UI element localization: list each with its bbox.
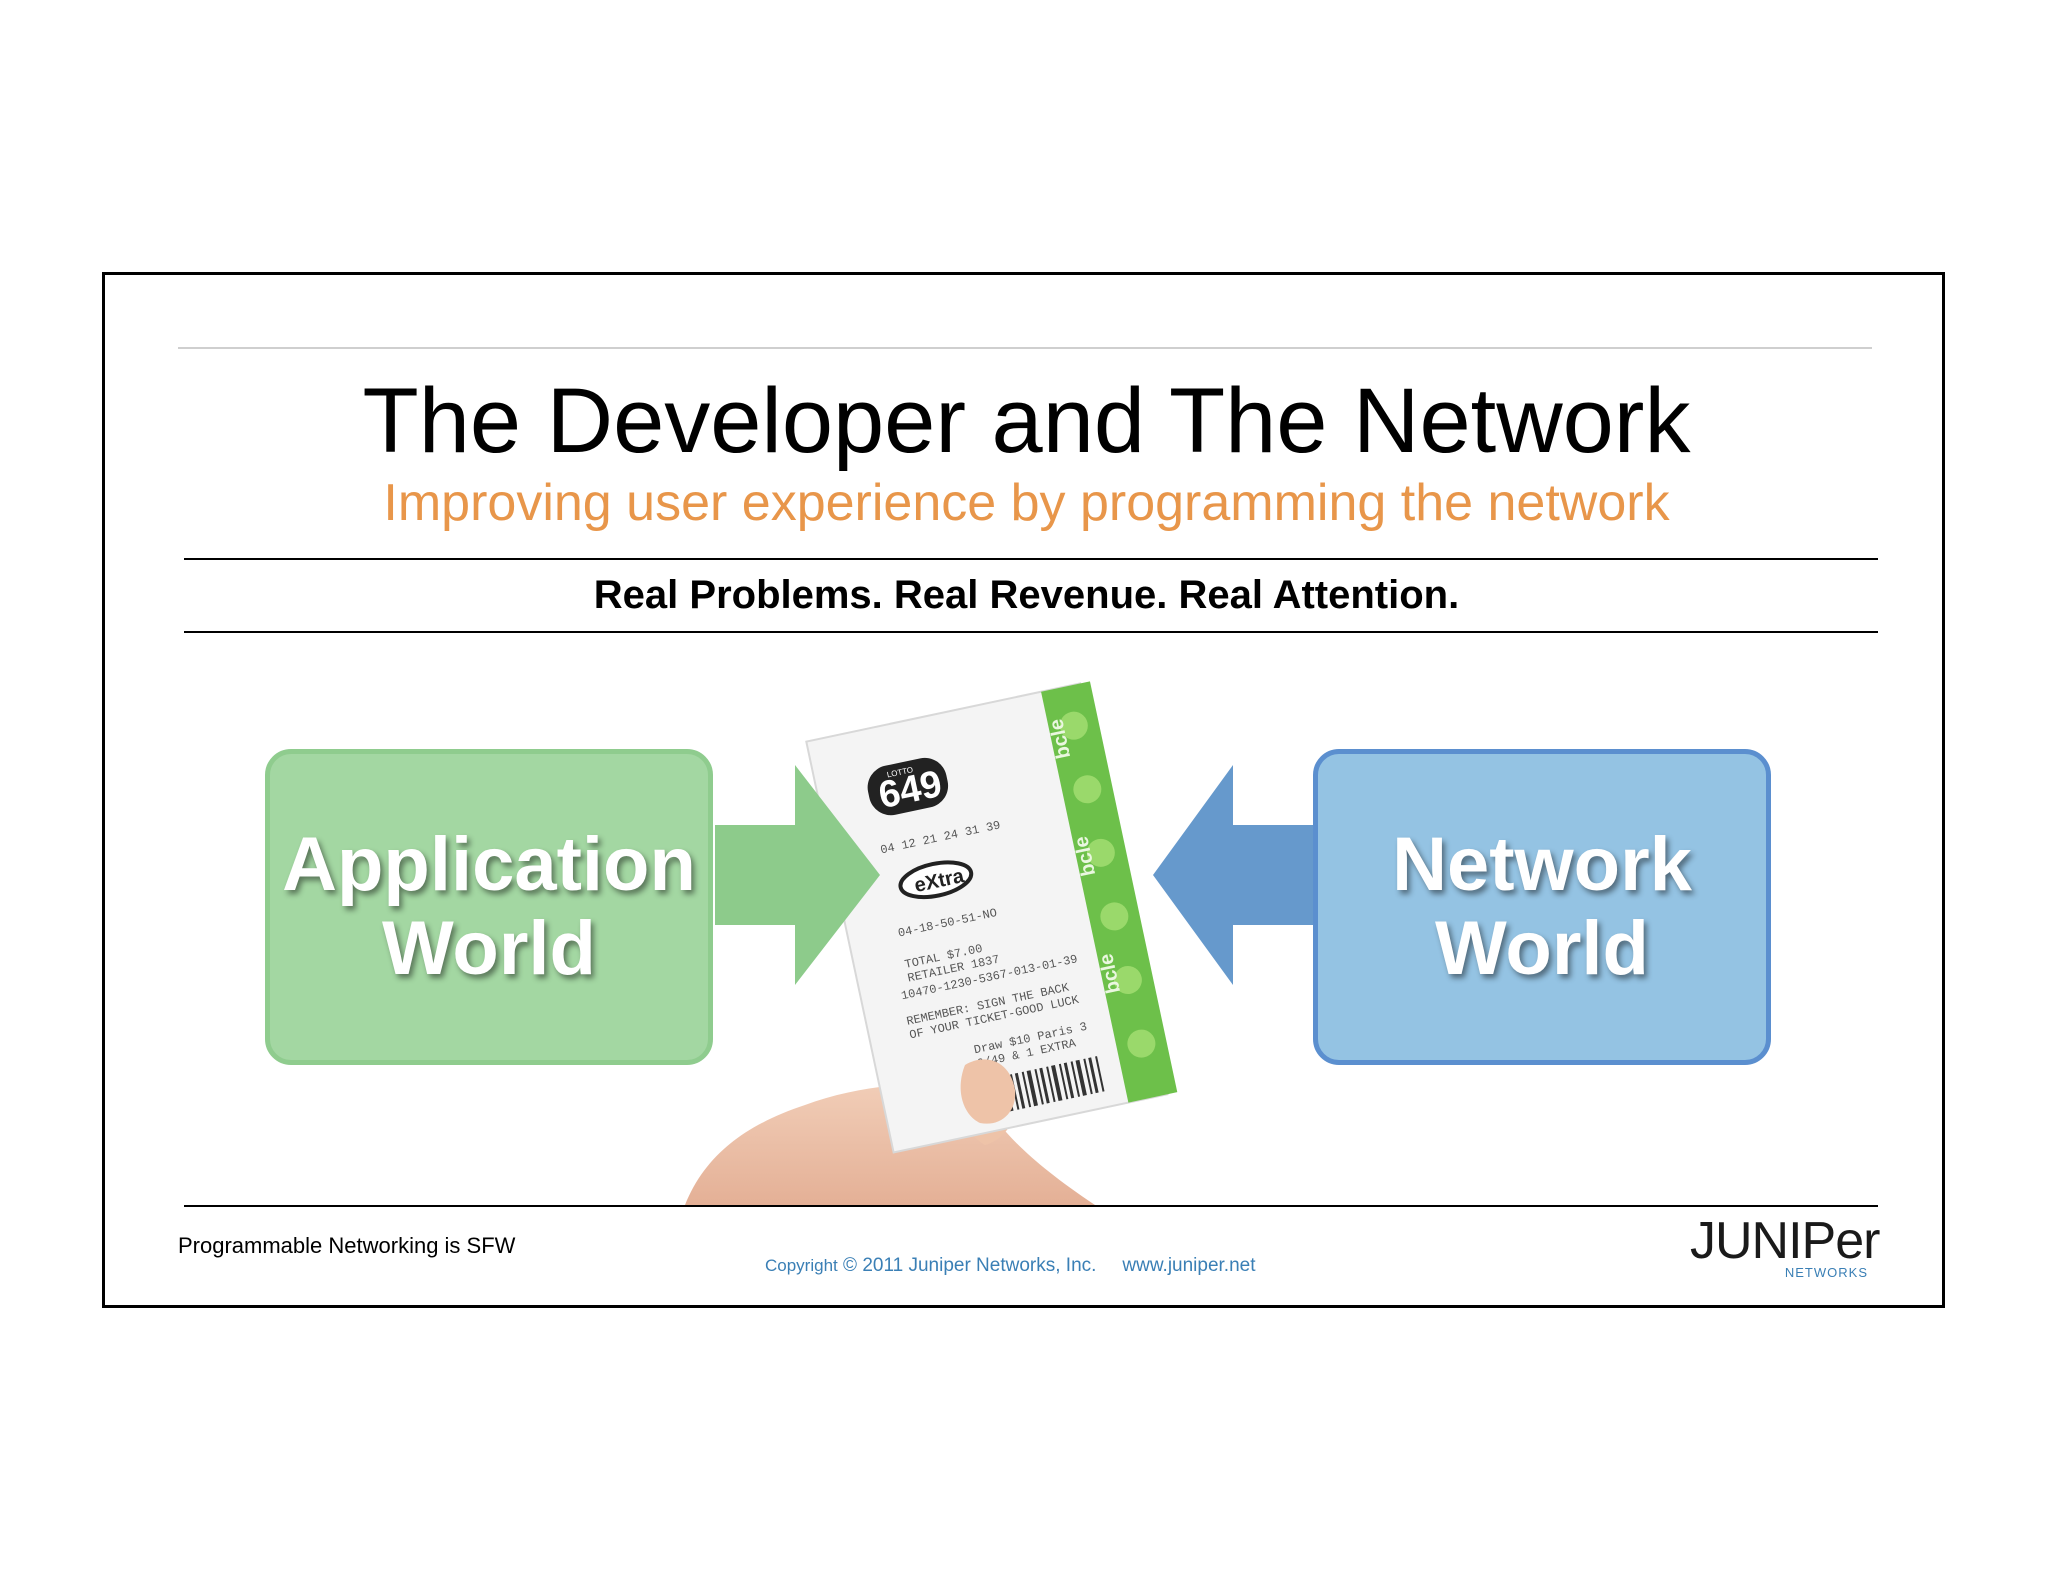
footer-divider bbox=[184, 1205, 1878, 1207]
copyright-text: © 2011 Juniper Networks, Inc. bbox=[843, 1255, 1097, 1276]
tagline-bottom-divider bbox=[184, 631, 1878, 633]
logo-word: JUNIPer bbox=[1690, 1212, 1880, 1270]
illustration-graphics: bcle bcle bcle 649 LOTTO eXtra 04 12 21 … bbox=[685, 681, 1315, 1205]
juniper-logo: JUNIPer NETWORKS bbox=[1690, 1215, 1880, 1285]
slide: The Developer and The Network Improving … bbox=[102, 272, 1945, 1308]
tagline: Real Problems. Real Revenue. Real Attent… bbox=[593, 573, 1460, 617]
slide-title: The Developer and The Network bbox=[362, 370, 1691, 472]
slide-subtitle: Improving user experience by programming… bbox=[383, 474, 1670, 532]
top-divider bbox=[178, 347, 1872, 349]
application-world-line2: World bbox=[382, 906, 596, 991]
thumb-image bbox=[960, 1059, 1016, 1124]
network-world-box: Network World bbox=[1313, 749, 1771, 1065]
lottery-ticket-image: bcle bcle bcle 649 LOTTO eXtra 04 12 21 … bbox=[805, 681, 1178, 1154]
network-world-line1: Network bbox=[1392, 822, 1692, 908]
right-arrow-icon bbox=[715, 765, 880, 985]
left-arrow-icon bbox=[1153, 765, 1315, 985]
tagline-top-divider bbox=[184, 558, 1878, 560]
application-world-line1: Application bbox=[282, 822, 696, 908]
application-world-box: Application World bbox=[265, 749, 713, 1065]
network-world-line2: World bbox=[1435, 906, 1649, 991]
footer-left-text: Programmable Networking is SFW bbox=[178, 1233, 516, 1258]
footer-copyright: Copyright © 2011 Juniper Networks, Inc. w… bbox=[765, 1255, 1256, 1277]
illustration: bcle bcle bcle 649 LOTTO eXtra 04 12 21 … bbox=[105, 635, 1948, 1205]
copyright-prefix: Copyright bbox=[765, 1256, 838, 1275]
logo-sub: NETWORKS bbox=[1784, 1265, 1868, 1280]
website-link[interactable]: www.juniper.net bbox=[1122, 1255, 1256, 1276]
